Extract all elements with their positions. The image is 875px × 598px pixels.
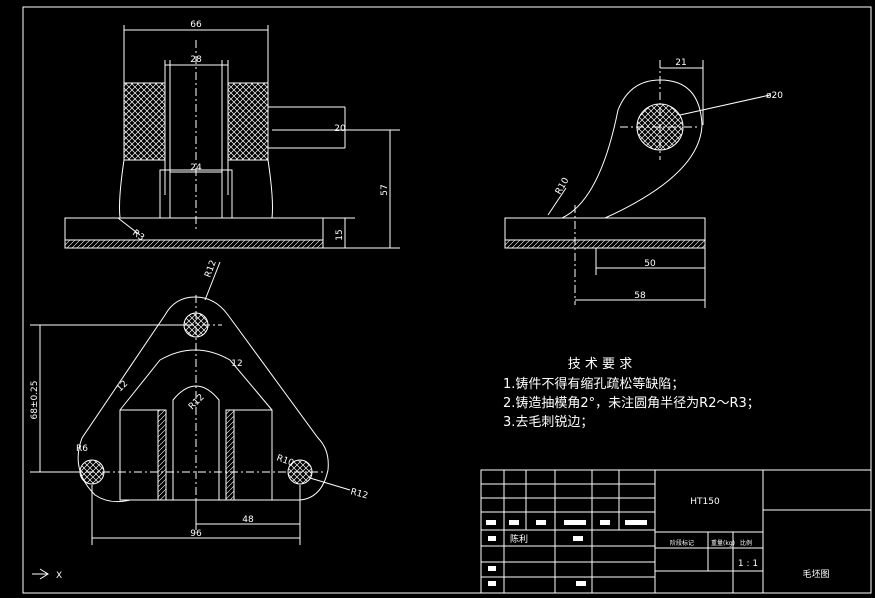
title-scale: 1 : 1 <box>738 559 758 569</box>
dim-plan-12a: 12 <box>231 359 242 369</box>
title-col-weight: 重量(kg) <box>711 539 735 547</box>
title-designer: 陈利 <box>510 533 528 545</box>
dim-front-boss-height: 20 <box>334 124 346 134</box>
dim-plan-r6: R6 <box>76 444 88 454</box>
title-material: HT150 <box>690 497 720 507</box>
drawing-frame <box>22 6 872 594</box>
dim-front-inner: 28 <box>190 55 202 65</box>
front-view <box>64 25 400 249</box>
dim-side-fillet: R10 <box>554 176 572 197</box>
plan-view <box>30 261 351 545</box>
dim-plan-top-radius: R12 <box>203 259 218 279</box>
dim-plan-12b: 12 <box>115 379 130 394</box>
title-drawing-name: 毛坯图 <box>802 568 829 580</box>
dim-plan-96: 96 <box>190 529 202 539</box>
ucs-icon <box>32 568 49 580</box>
notes-title: 技 术 要 求 <box>568 357 632 372</box>
dim-front-slot: 24 <box>190 163 202 173</box>
notes-line-2: 2.铸造抽模角2°，未注圆角半径为R2～R3； <box>503 395 760 411</box>
dim-front-base-height: 15 <box>335 229 345 240</box>
dim-plan-r12-right: R12 <box>349 487 369 501</box>
side-view <box>504 60 771 308</box>
dim-plan-r12-inner: R12 <box>187 393 207 413</box>
dim-side-50: 50 <box>644 259 656 269</box>
dim-side-58: 58 <box>634 291 646 301</box>
notes-line-1: 1.铸件不得有缩孔疏松等缺陷； <box>503 376 684 392</box>
ucs-x-label: X <box>56 571 62 581</box>
dim-plan-height: 68±0.25 <box>30 380 40 419</box>
title-col-stage: 阶段标记 <box>670 539 694 547</box>
title-block-filled-cells <box>486 520 647 586</box>
dim-plan-48: 48 <box>242 515 254 525</box>
title-col-scale: 比例 <box>740 539 752 547</box>
dim-front-total-height: 57 <box>380 184 390 195</box>
notes-line-3: 3.去毛刺锐边； <box>503 415 593 430</box>
title-block <box>480 469 872 594</box>
dim-front-width: 66 <box>190 20 202 30</box>
dim-plan-r10: R10 <box>275 453 295 469</box>
dim-side-top: 21 <box>675 58 686 68</box>
dim-side-hole: ø20 <box>766 91 783 101</box>
